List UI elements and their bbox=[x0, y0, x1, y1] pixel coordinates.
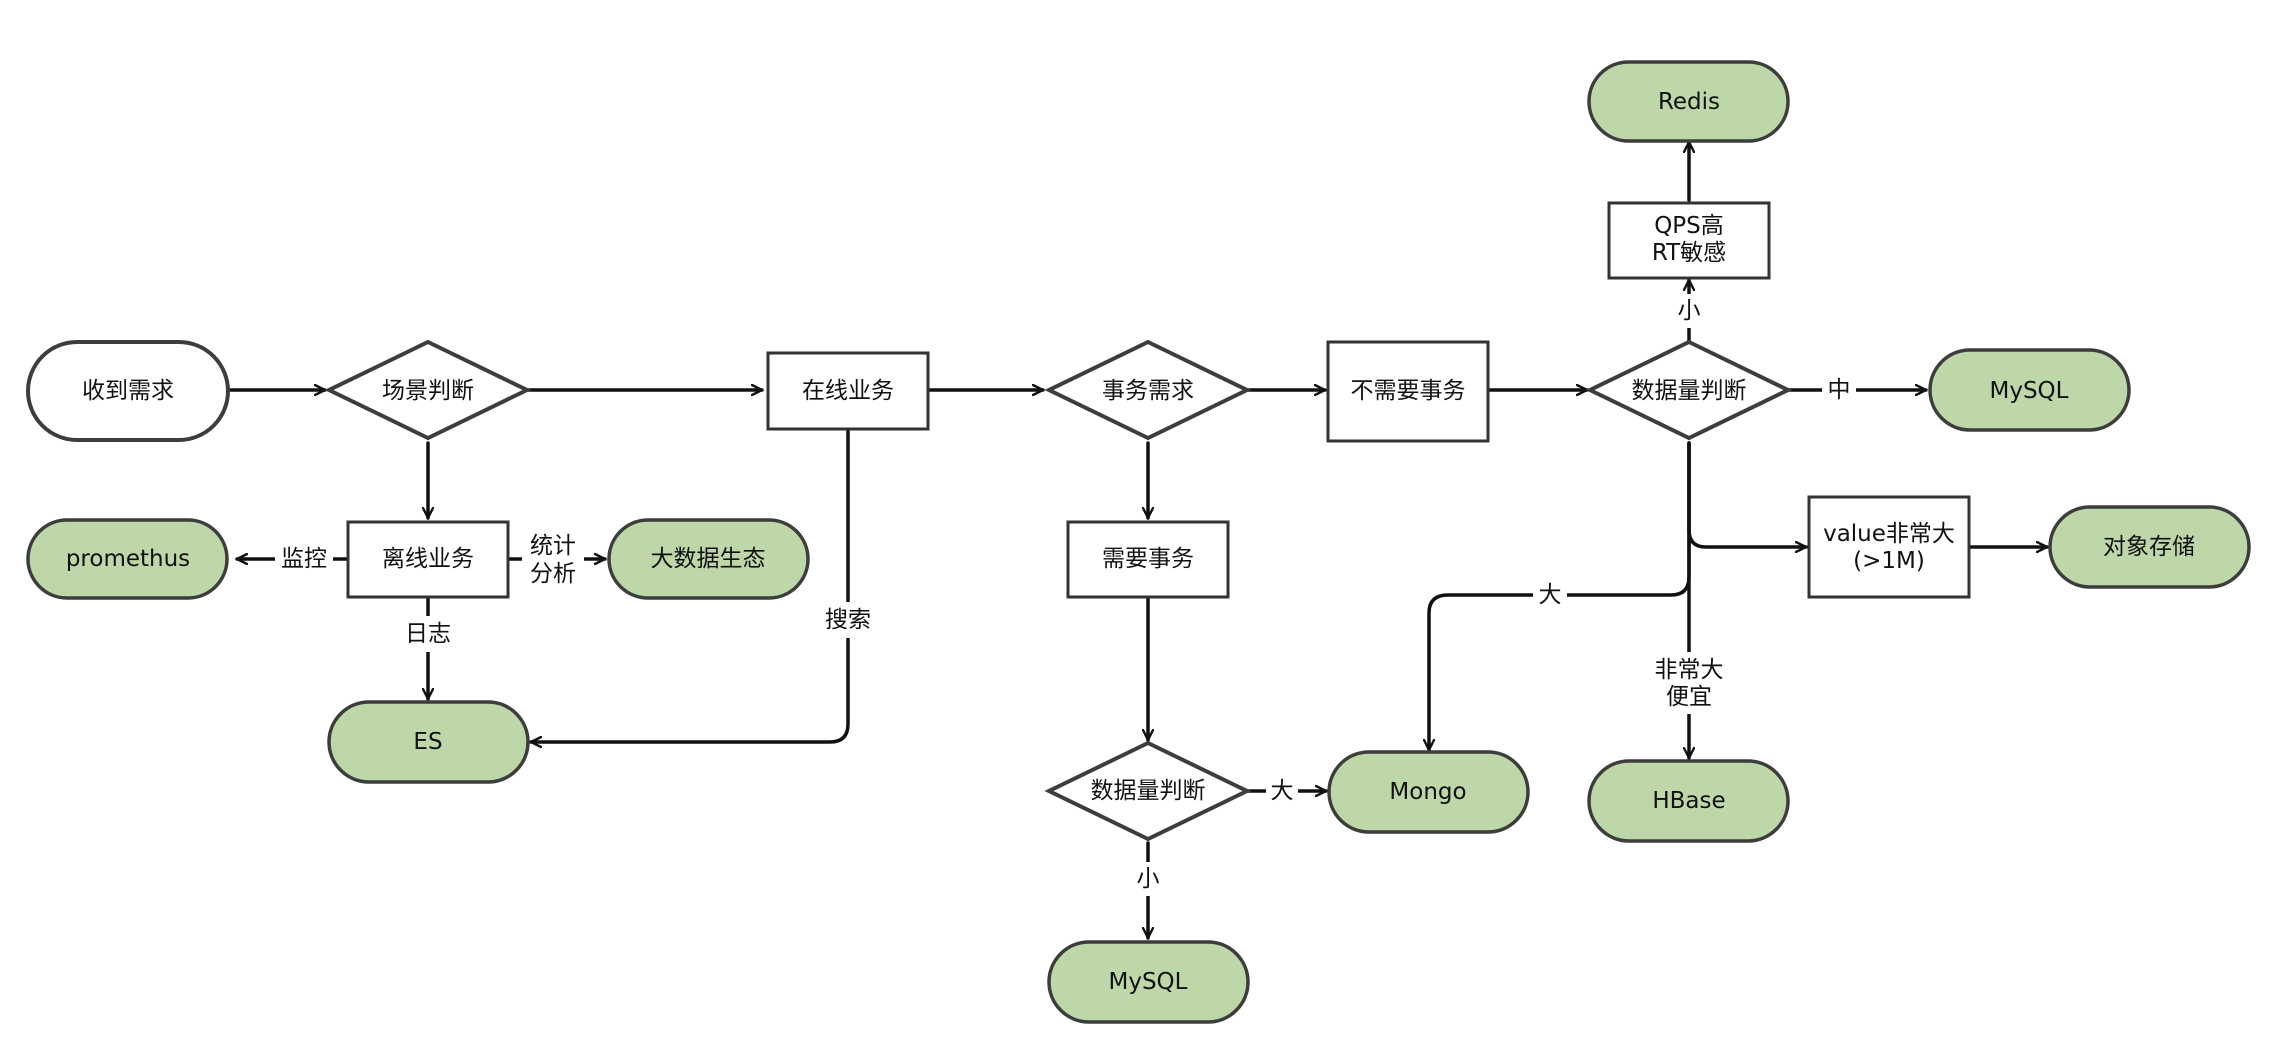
no-transaction-label: 不需要事务 bbox=[1351, 378, 1466, 404]
start-terminal bbox=[26, 340, 230, 442]
volume-decision-top bbox=[1585, 339, 1793, 441]
online-business-box bbox=[766, 351, 930, 431]
mysql-right-terminal bbox=[1928, 348, 2131, 432]
bigdata-terminal bbox=[607, 518, 810, 600]
edge-online-to-es bbox=[529, 428, 850, 742]
edge-label-large-top: 大 bbox=[1539, 582, 1562, 608]
qps-rt-label-line2: RT敏感 bbox=[1652, 240, 1726, 266]
large-value-label-line1: value非常大 bbox=[1823, 521, 1955, 547]
redis-label: Redis bbox=[1658, 89, 1720, 115]
qps-rt-box bbox=[1607, 201, 1771, 280]
qps-rt-label-line1: QPS高 bbox=[1654, 213, 1724, 239]
mongo-terminal bbox=[1327, 750, 1530, 834]
hbase-label: HBase bbox=[1652, 788, 1725, 814]
online-business-label: 在线业务 bbox=[802, 378, 894, 404]
edge-label-small-bottom: 小 bbox=[1137, 866, 1160, 892]
object-storage-terminal bbox=[2048, 505, 2251, 589]
edge-label-monitor: 监控 bbox=[281, 546, 327, 572]
edge-label-medium: 中 bbox=[1828, 377, 1851, 403]
mysql-bottom-terminal bbox=[1047, 940, 1250, 1024]
edge-label-stats-line2: 分析 bbox=[530, 561, 576, 587]
start-terminal-label: 收到需求 bbox=[82, 378, 174, 404]
transaction-decision bbox=[1044, 339, 1252, 441]
no-transaction-box bbox=[1326, 340, 1490, 443]
mongo-label: Mongo bbox=[1389, 779, 1466, 805]
volume-decision-bottom-label: 数据量判断 bbox=[1091, 778, 1206, 804]
mysql-right-label: MySQL bbox=[1990, 378, 2069, 404]
need-transaction-label: 需要事务 bbox=[1102, 546, 1194, 572]
offline-business-box bbox=[346, 520, 510, 599]
volume-decision-bottom bbox=[1044, 740, 1252, 842]
edge-label-small-top: 小 bbox=[1678, 298, 1701, 324]
offline-business-label: 离线业务 bbox=[382, 546, 474, 572]
edge-label-search: 搜索 bbox=[825, 607, 871, 633]
large-value-label-line2: (>1M) bbox=[1853, 548, 1925, 574]
edge-volume-to-large-value bbox=[1687, 441, 1808, 547]
redis-terminal bbox=[1587, 60, 1790, 143]
transaction-decision-label: 事务需求 bbox=[1102, 378, 1194, 404]
object-storage-label: 对象存储 bbox=[2103, 534, 2195, 560]
edge-label-very-large-line1: 非常大 bbox=[1655, 657, 1724, 683]
es-terminal bbox=[327, 700, 530, 784]
hbase-terminal bbox=[1587, 759, 1790, 843]
edge-label-very-large-line2: 便宜 bbox=[1666, 684, 1712, 710]
scenario-decision bbox=[324, 339, 532, 441]
mysql-bottom-label: MySQL bbox=[1109, 969, 1188, 995]
edge-label-large-bottom: 大 bbox=[1271, 778, 1294, 804]
es-label: ES bbox=[413, 729, 442, 755]
edge-label-stats-line1: 统计 bbox=[530, 533, 576, 559]
prometheus-label: promethus bbox=[66, 546, 190, 572]
edge-label-log: 日志 bbox=[405, 621, 451, 647]
bigdata-label: 大数据生态 bbox=[651, 546, 766, 572]
scenario-decision-label: 场景判断 bbox=[382, 378, 474, 404]
large-value-box bbox=[1807, 495, 1971, 599]
volume-decision-top-label: 数据量判断 bbox=[1632, 378, 1747, 404]
prometheus-terminal bbox=[26, 518, 229, 600]
need-transaction-box bbox=[1066, 520, 1230, 599]
